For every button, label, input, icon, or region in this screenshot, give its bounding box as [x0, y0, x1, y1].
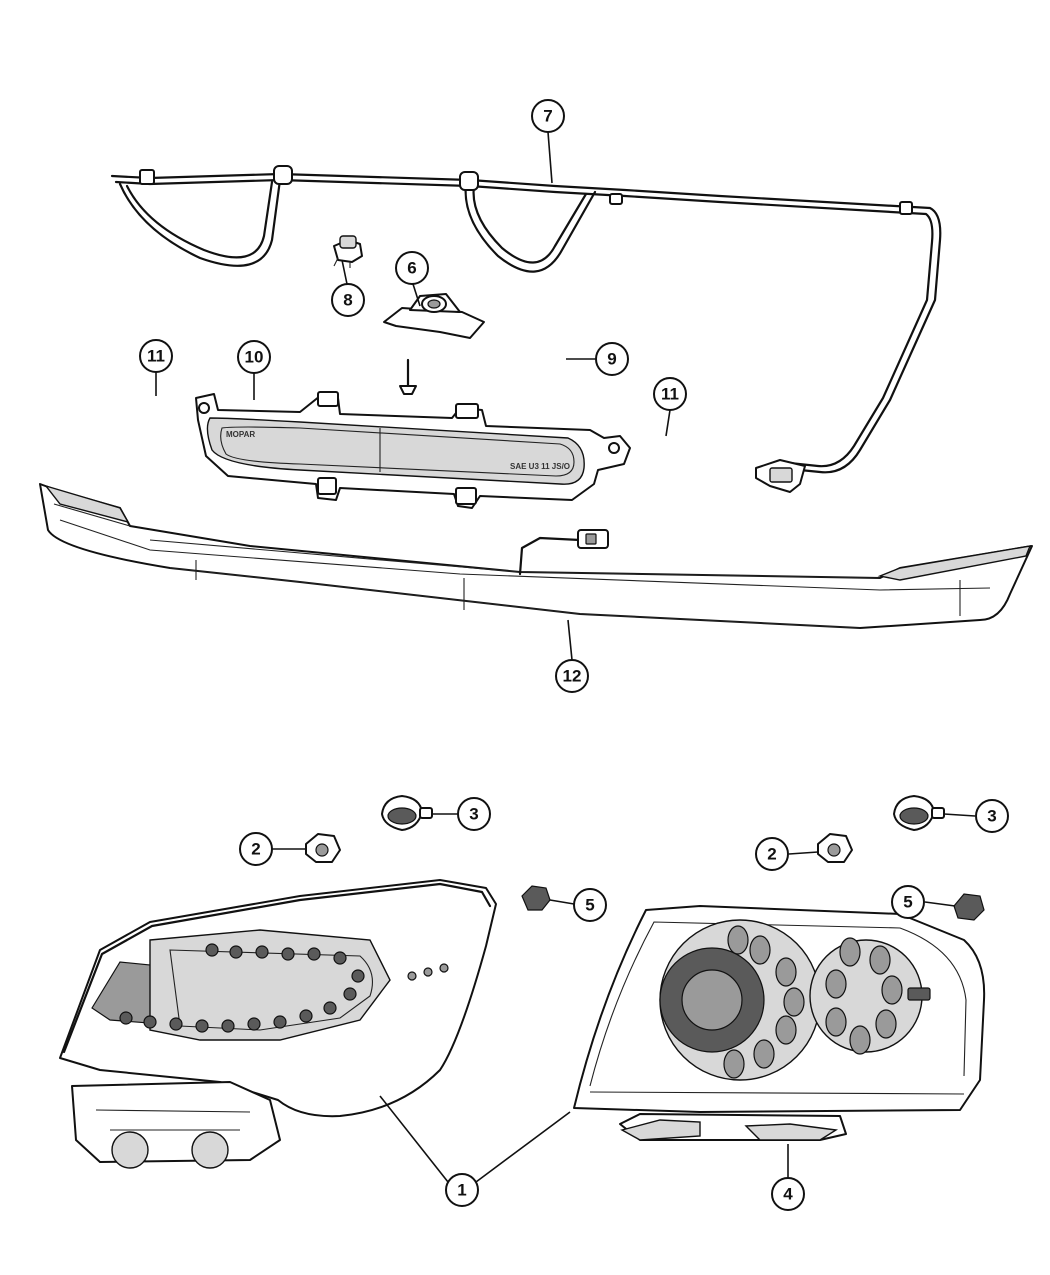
callout-11-left: 11 [139, 339, 173, 373]
svg-text:3: 3 [987, 807, 996, 826]
callout-4: 4 [771, 1177, 805, 1211]
center-high-mount-stop-lamp: MOPAR SAE U3 11 JS/O [195, 391, 631, 509]
callout-8: 8 [331, 283, 365, 317]
svg-text:6: 6 [407, 259, 416, 278]
tail-lamp-right [573, 905, 986, 1141]
svg-text:7: 7 [543, 107, 552, 126]
svg-text:9: 9 [607, 350, 616, 369]
callout-10: 10 [237, 340, 271, 374]
svg-text:10: 10 [245, 348, 264, 367]
rear-applique [39, 483, 1033, 629]
callout-2-right: 2 [755, 837, 789, 871]
callout-11-right: 11 [653, 377, 687, 411]
callout-7: 7 [531, 99, 565, 133]
callout-5-right: 5 [891, 885, 925, 919]
svg-text:5: 5 [585, 896, 594, 915]
svg-text:2: 2 [767, 845, 776, 864]
svg-text:12: 12 [563, 667, 582, 686]
bulb-socket [333, 235, 363, 268]
svg-text:8: 8 [343, 291, 352, 310]
svg-text:1: 1 [457, 1181, 466, 1200]
callout-9: 9 [595, 342, 629, 376]
nut-right [817, 833, 853, 863]
callout-5-left: 5 [573, 888, 607, 922]
tail-lamp-left [59, 879, 497, 1169]
svg-text:11: 11 [147, 347, 165, 366]
leader-lines [155, 131, 976, 1183]
lens-marking-code: SAE U3 11 JS/O [510, 462, 570, 471]
clip-right [953, 893, 985, 921]
svg-text:4: 4 [783, 1185, 793, 1204]
callout-3-right: 3 [975, 799, 1009, 833]
screw [399, 358, 417, 395]
wiring-harness [110, 165, 942, 493]
callout-6: 6 [395, 251, 429, 285]
callout-1: 1 [445, 1173, 479, 1207]
svg-text:3: 3 [469, 805, 478, 824]
svg-text:5: 5 [903, 893, 912, 912]
clip-left [521, 885, 551, 911]
svg-text:2: 2 [251, 840, 260, 859]
push-pin-right [893, 795, 945, 831]
callout-2-left: 2 [239, 832, 273, 866]
nut-left [305, 833, 341, 863]
callout-3-left: 3 [457, 797, 491, 831]
lens-marking-brand: MOPAR [226, 430, 255, 439]
svg-text:11: 11 [661, 385, 679, 404]
callout-12: 12 [555, 659, 589, 693]
camera-bracket [383, 293, 485, 339]
push-pin-left [381, 795, 433, 831]
